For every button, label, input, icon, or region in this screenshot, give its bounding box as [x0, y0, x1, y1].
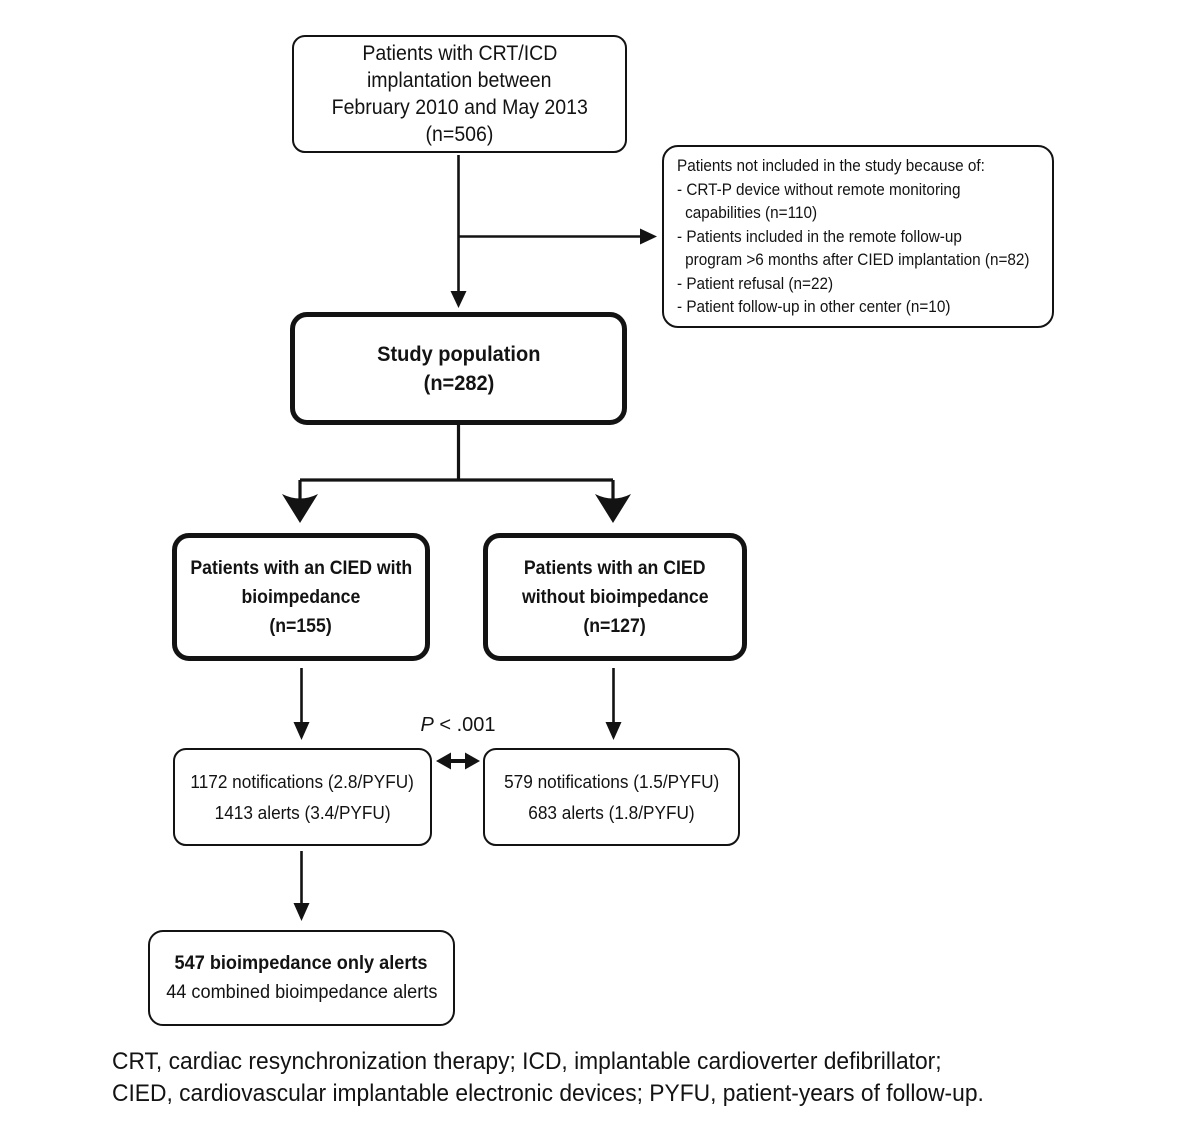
box-notifications-with-bioimpedance: 1172 notifications (2.8/PYFU) 1413 alert… — [173, 748, 432, 846]
arrow-branch-right-icon — [595, 494, 631, 523]
box-text-line: 1172 notifications (2.8/PYFU) — [190, 771, 415, 792]
box-study-population: Study population (n=282) — [290, 312, 627, 425]
arrow-branch-left-icon — [282, 494, 318, 523]
box-text-line: without bioimpedance — [521, 586, 709, 608]
box-cied-without-bioimpedance: Patients with an CIED without bioimpedan… — [483, 533, 747, 661]
branch-connector — [282, 425, 631, 523]
box-text-line: 44 combined bioimpedance alerts — [165, 981, 438, 1003]
exclusion-item-continuation: program >6 months after CIED implantatio… — [685, 250, 1030, 270]
box-exclusion-criteria: Patients not included in the study becau… — [662, 145, 1054, 328]
box-text-line: 547 bioimpedance only alerts — [175, 952, 428, 974]
box-text-line: bioimpedance — [241, 586, 361, 608]
box-patients-crt-icd: Patients with CRT/ICD implantation betwe… — [292, 35, 627, 153]
figure-caption: CRT, cardiac resynchronization therapy; … — [112, 1046, 984, 1110]
box-text-line: implantation between — [367, 69, 552, 92]
caption-line: CRT, cardiac resynchronization therapy; … — [112, 1048, 942, 1075]
exclusion-header: Patients not included in the study becau… — [677, 156, 985, 176]
box-text-line: February 2010 and May 2013 — [331, 96, 588, 119]
box-text-line: (n=506) — [425, 123, 494, 146]
box-text-line: 579 notifications (1.5/PYFU) — [503, 771, 720, 792]
box-bioimpedance-alerts: 547 bioimpedance only alerts 44 combined… — [148, 930, 455, 1026]
arrow-to-exclusion-icon — [458, 228, 657, 245]
box-cied-with-bioimpedance: Patients with an CIED with bioimpedance … — [172, 533, 430, 661]
box-text-line: (n=282) — [423, 370, 494, 395]
p-value-symbol: P — [420, 714, 434, 736]
box-text-line: Study population — [376, 341, 541, 366]
arrow-cied-without-to-notifications-icon — [605, 668, 622, 740]
box-text-line: 1413 alerts (3.4/PYFU) — [214, 802, 391, 823]
caption-line: CIED, cardiovascular implantable electro… — [112, 1080, 984, 1107]
box-text-line: 683 alerts (1.8/PYFU) — [528, 802, 695, 823]
double-arrow-comparison-icon — [436, 752, 480, 770]
box-text-line: (n=155) — [269, 615, 333, 637]
box-text-line: Patients with CRT/ICD — [361, 42, 557, 65]
exclusion-item-continuation: capabilities (n=110) — [685, 203, 818, 223]
p-value-label: P < .001 — [398, 714, 518, 737]
p-value-text: < .001 — [433, 714, 496, 736]
arrow-top-to-study-icon — [450, 155, 467, 308]
exclusion-item: - Patient refusal (n=22) — [677, 273, 834, 293]
box-text-line: (n=127) — [583, 615, 647, 637]
exclusion-item: - CRT-P device without remote monitoring — [677, 179, 961, 199]
exclusion-item: - Patients included in the remote follow… — [677, 226, 962, 246]
arrow-cied-with-to-notifications-icon — [293, 668, 310, 740]
box-text-line: Patients with an CIED with — [190, 557, 412, 579]
arrow-notifications-to-alerts-icon — [293, 851, 310, 921]
box-text-line: Patients with an CIED — [524, 557, 706, 579]
exclusion-item: - Patient follow-up in other center (n=1… — [677, 297, 951, 317]
box-notifications-without-bioimpedance: 579 notifications (1.5/PYFU) 683 alerts … — [483, 748, 740, 846]
